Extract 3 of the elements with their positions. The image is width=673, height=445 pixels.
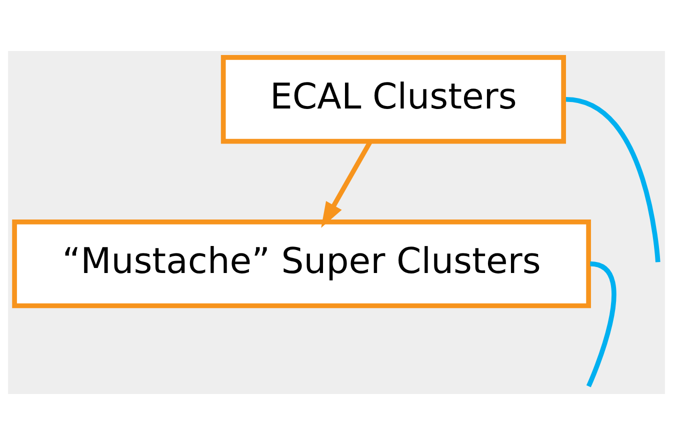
node-box: ECAL Clusters (220, 55, 566, 144)
node-box: “Mustache” Super Clusters (12, 220, 591, 308)
connector (566, 96, 660, 262)
